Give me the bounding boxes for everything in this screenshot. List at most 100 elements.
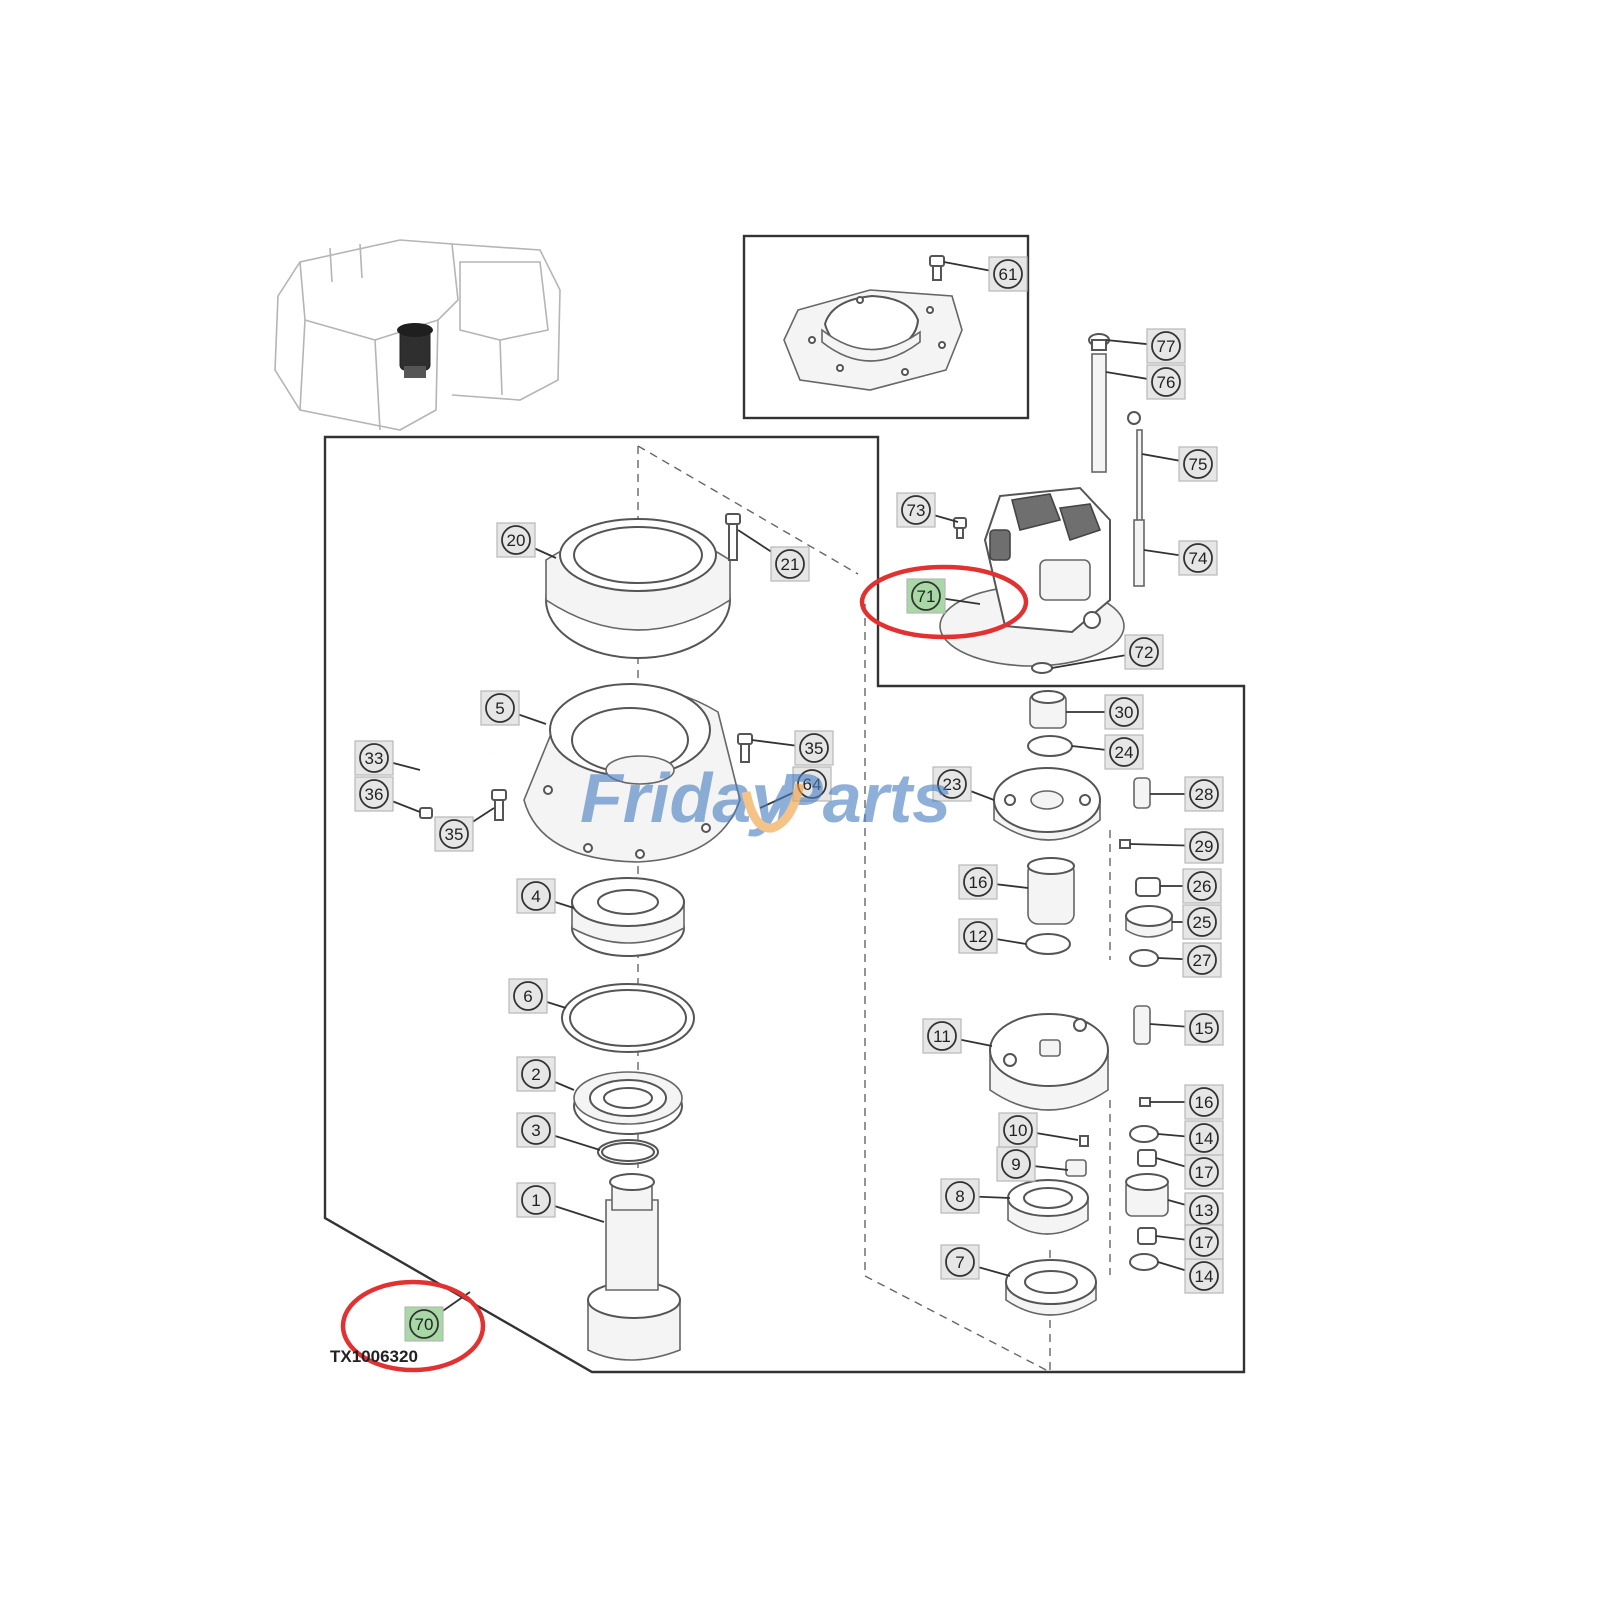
callout-24: 24 xyxy=(1071,734,1144,770)
callout-77: 77 xyxy=(1105,328,1186,364)
pin-16-lower xyxy=(1139,1097,1151,1107)
gear-18 xyxy=(1027,857,1075,925)
callout-box xyxy=(1104,694,1144,730)
callout-box xyxy=(516,1112,556,1148)
callout-box xyxy=(988,256,1028,292)
callout-circle xyxy=(1129,637,1159,667)
callout-label: 21 xyxy=(781,555,800,574)
callout-circle xyxy=(1189,1123,1219,1153)
seal-2 xyxy=(573,1071,683,1135)
watermark-text-2: Parts xyxy=(776,759,951,837)
callout-20: 20 xyxy=(496,522,557,559)
callout-label: 7 xyxy=(955,1253,964,1272)
callout-13: 13 xyxy=(1167,1192,1224,1228)
callout-box xyxy=(1184,828,1224,864)
pin-29 xyxy=(1119,839,1131,849)
callout-box xyxy=(996,1146,1036,1182)
pin-10-9 xyxy=(1065,1135,1089,1177)
callout-label: 64 xyxy=(803,775,822,794)
callout-box xyxy=(1184,1154,1224,1190)
callout-12: 12 xyxy=(958,918,1027,954)
callout-73: 73 xyxy=(896,492,959,528)
callout-label: 72 xyxy=(1135,643,1154,662)
shaft-1 xyxy=(587,1173,681,1361)
bolt-73 xyxy=(953,517,967,539)
callout-label: 4 xyxy=(531,887,540,906)
carrier-23 xyxy=(993,767,1101,841)
callout-35b: 35 xyxy=(434,807,495,852)
callout-label: 77 xyxy=(1157,337,1176,356)
callout-circle xyxy=(911,581,941,611)
callout-6: 6 xyxy=(508,978,567,1014)
callout-circle xyxy=(1109,697,1139,727)
callout-33: 33 xyxy=(354,740,421,776)
callout-circle xyxy=(521,1059,551,1089)
callout-circle xyxy=(937,769,967,799)
callout-9: 9 xyxy=(996,1146,1069,1182)
washer-14-lower xyxy=(1129,1253,1159,1271)
washer-72 xyxy=(1031,662,1053,674)
callout-circle xyxy=(1187,871,1217,901)
callout-label: 13 xyxy=(1195,1201,1214,1220)
bolt-35-right xyxy=(737,733,753,763)
dipstick-tube-76-77 xyxy=(1088,333,1141,473)
callout-box xyxy=(794,730,834,766)
callout-label: 35 xyxy=(805,739,824,758)
callout-label: 74 xyxy=(1189,549,1208,568)
needle-bearing-26 xyxy=(1135,877,1161,897)
carrier-11 xyxy=(989,1013,1109,1111)
callout-box xyxy=(1184,1192,1224,1228)
callout-circle xyxy=(1183,543,1213,573)
sun-gear-30 xyxy=(1029,690,1067,729)
inset-cover-box xyxy=(742,234,1030,420)
seal-6 xyxy=(561,983,695,1053)
callout-label: 11 xyxy=(933,1027,951,1046)
callout-circle xyxy=(513,981,543,1011)
callout-label: 14 xyxy=(1195,1267,1214,1286)
callout-box xyxy=(770,546,810,582)
callout-11: 11 xyxy=(922,1018,993,1054)
callout-circle xyxy=(993,259,1023,289)
callout-box xyxy=(516,1056,556,1092)
callout-circle xyxy=(1109,737,1139,767)
callout-61: 61 xyxy=(943,256,1028,292)
callout-circle xyxy=(359,779,389,809)
callout-circle xyxy=(963,867,993,897)
excavator-location-illustration xyxy=(274,239,561,431)
callout-circle xyxy=(799,733,829,763)
callout-box xyxy=(354,740,394,776)
callout-74: 74 xyxy=(1143,540,1218,576)
callout-circle xyxy=(963,921,993,951)
callout-label: 20 xyxy=(507,531,526,550)
callout-circle xyxy=(1189,1261,1219,1291)
callout-label: 27 xyxy=(1193,951,1212,970)
callout-label: 17 xyxy=(1195,1233,1214,1252)
callout-label: 73 xyxy=(907,501,926,520)
callout-15: 15 xyxy=(1149,1010,1224,1046)
callout-4: 4 xyxy=(516,878,575,914)
callout-box xyxy=(404,1306,444,1342)
hose-33 xyxy=(417,744,495,790)
callout-label: 28 xyxy=(1195,785,1214,804)
callout-16b: 16 xyxy=(958,864,1029,900)
callout-circle xyxy=(521,1115,551,1145)
callout-label: 6 xyxy=(523,987,532,1006)
callout-1: 1 xyxy=(516,1182,605,1223)
bolt-21 xyxy=(725,513,741,561)
callout-26: 26 xyxy=(1160,868,1222,904)
callout-72: 72 xyxy=(1051,634,1164,670)
bearing-7 xyxy=(1005,1259,1097,1316)
callout-label: 76 xyxy=(1157,373,1176,392)
callout-3: 3 xyxy=(516,1112,601,1151)
callout-27: 27 xyxy=(1157,942,1222,978)
ring-gear-20 xyxy=(545,518,731,659)
bolt-35-left xyxy=(491,789,507,821)
washer-27 xyxy=(1129,949,1159,967)
callout-70: 70 xyxy=(404,1291,471,1342)
callout-label: 1 xyxy=(531,1191,540,1210)
pin-15 xyxy=(1133,1005,1151,1045)
callout-circle xyxy=(1189,1087,1219,1117)
callout-label: 14 xyxy=(1195,1129,1214,1148)
callout-21: 21 xyxy=(737,529,810,582)
